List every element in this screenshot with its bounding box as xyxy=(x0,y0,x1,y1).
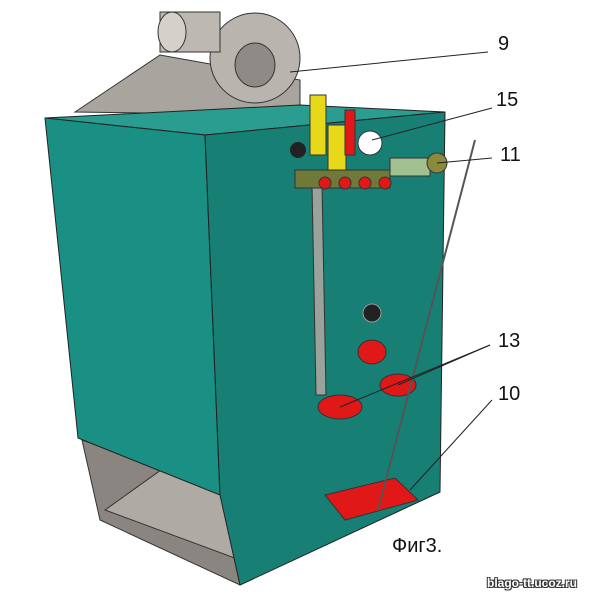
pressure-gauge-icon xyxy=(357,130,383,156)
leader-lines xyxy=(289,51,493,491)
callout-9: 9 xyxy=(498,33,510,55)
callout-11: 11 xyxy=(500,144,521,166)
damper xyxy=(324,477,419,521)
figure-caption: Фиг3. xyxy=(392,535,443,557)
sight-glass xyxy=(362,303,382,323)
watermark: blago-tt.ucoz.ru xyxy=(487,576,577,590)
fan-icon xyxy=(157,11,301,104)
callout-15: 15 xyxy=(496,89,519,111)
callout-10: 10 xyxy=(498,383,521,405)
boiler-front-panel xyxy=(44,117,221,496)
callout-13: 13 xyxy=(498,330,521,352)
thermometer xyxy=(357,339,387,365)
damper-rod xyxy=(377,139,476,511)
